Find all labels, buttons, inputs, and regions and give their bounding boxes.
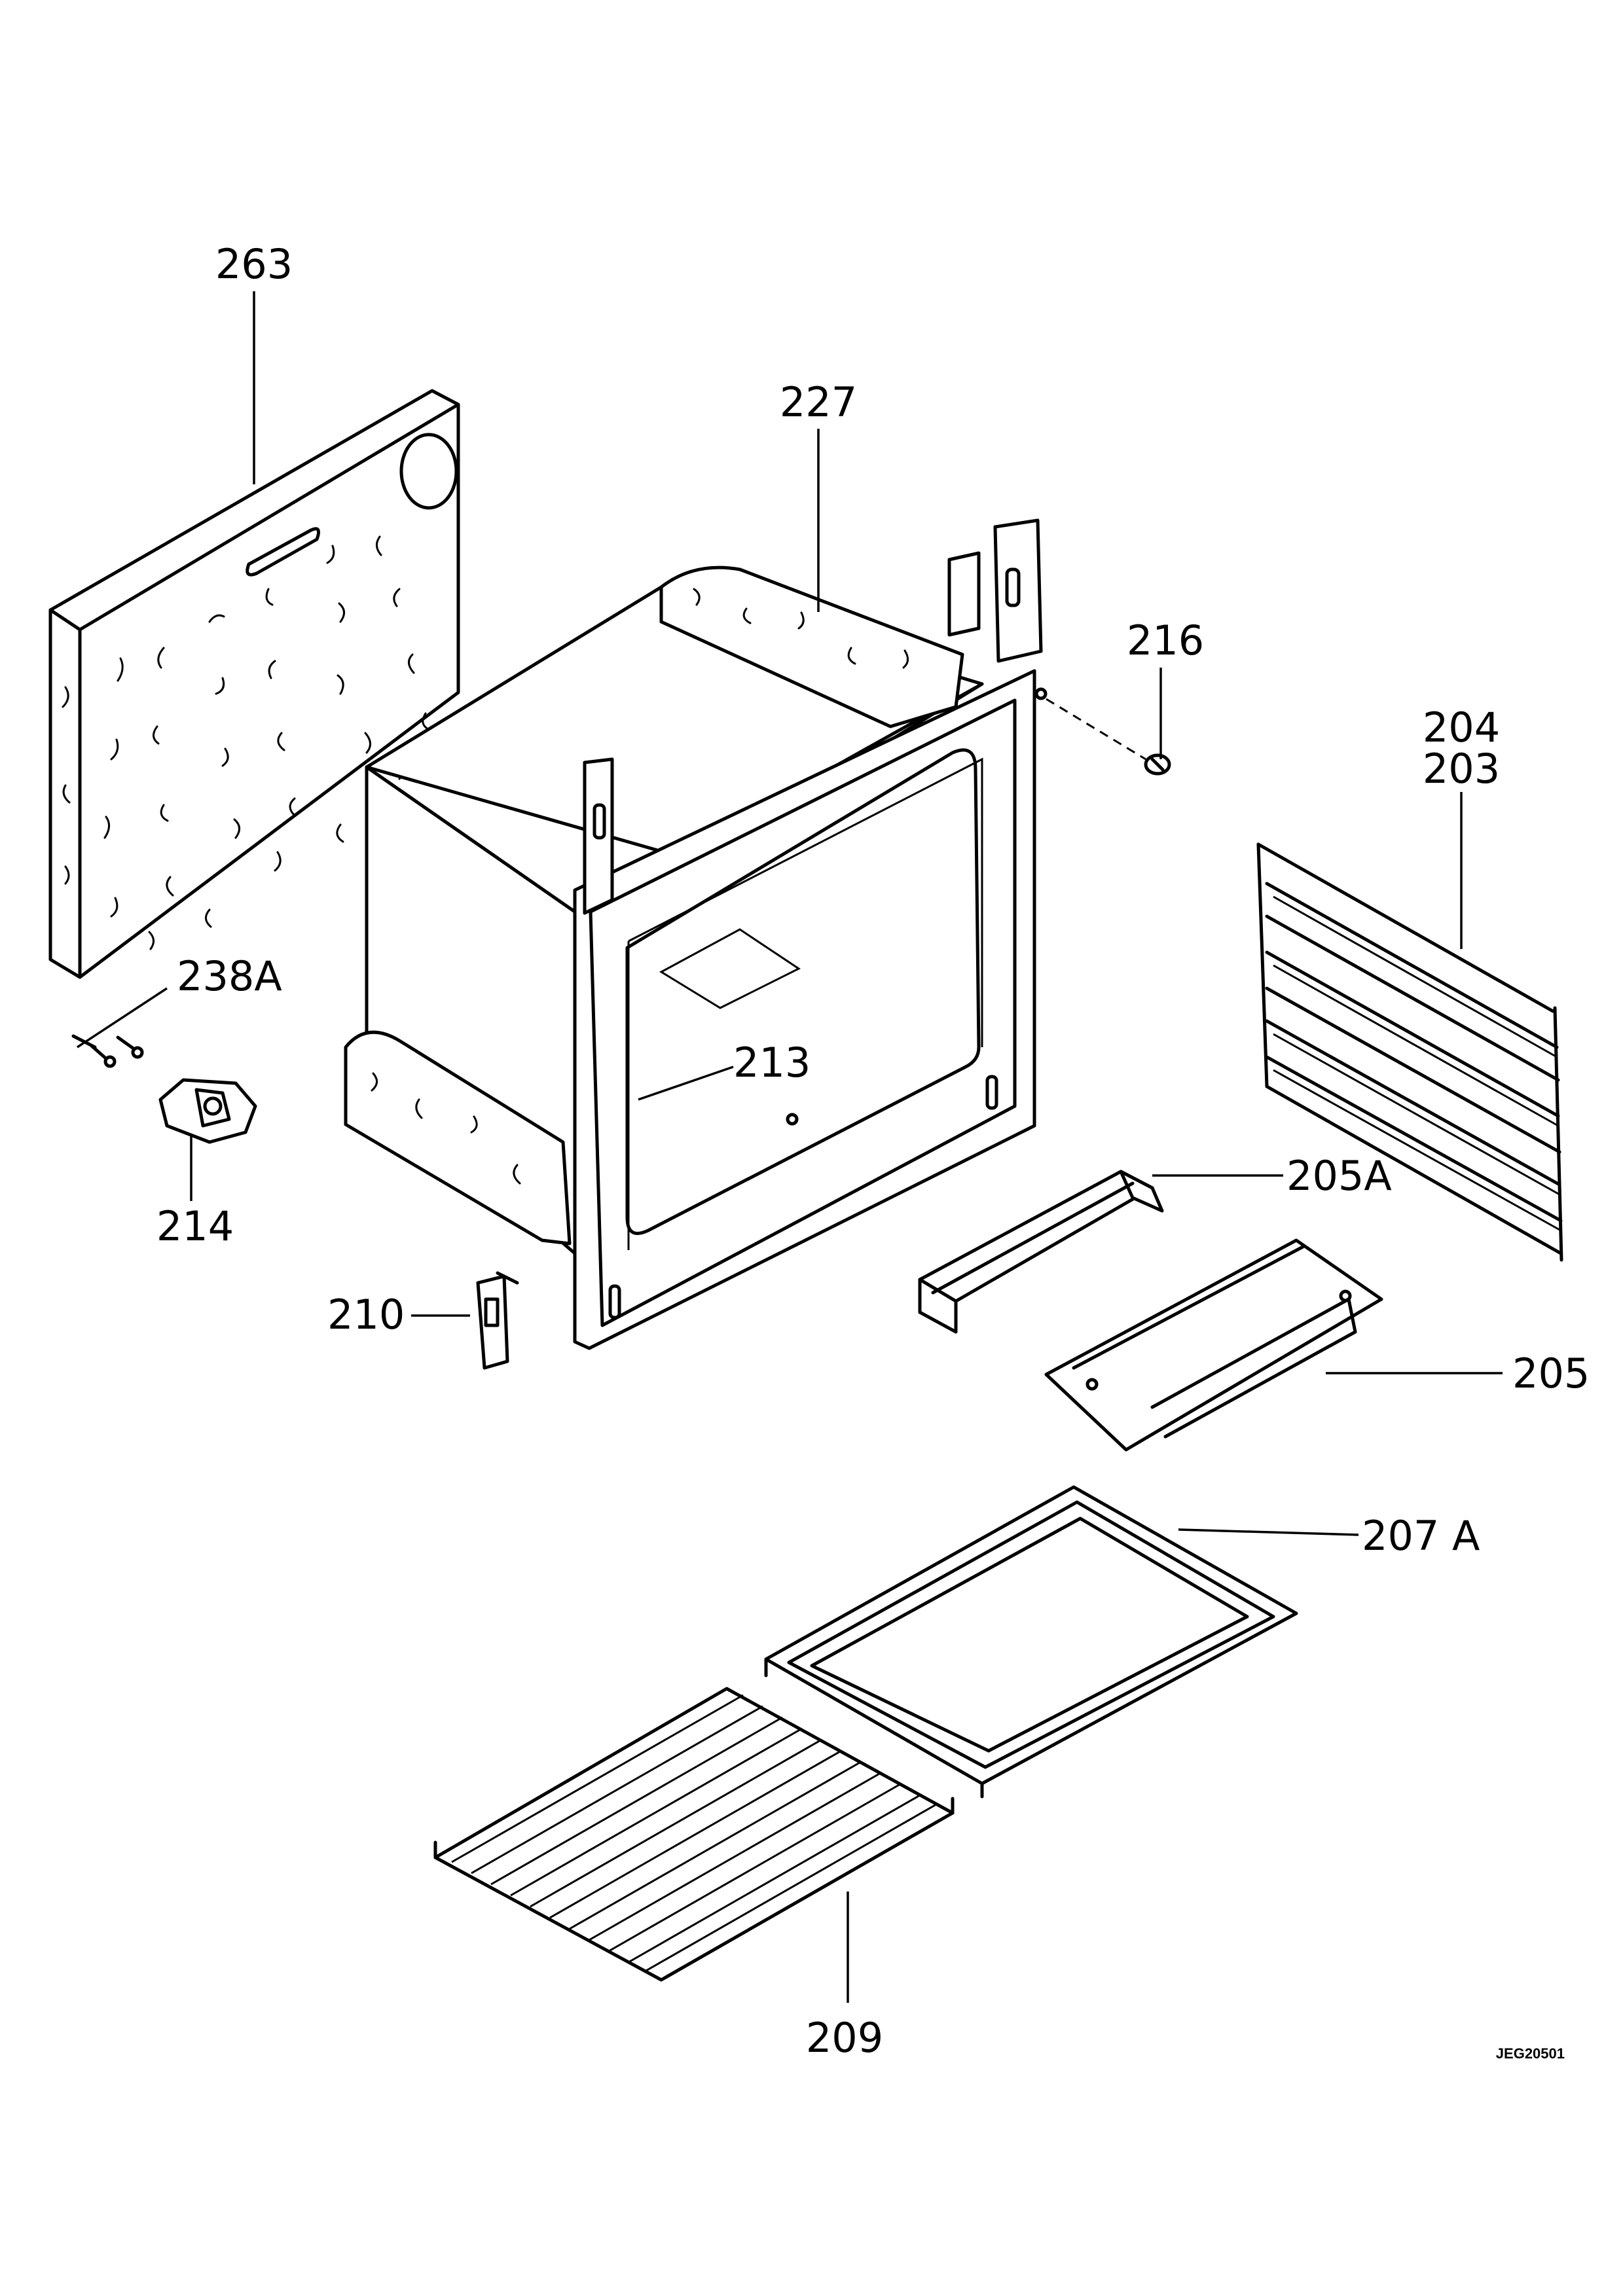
label-238A: 238A <box>177 952 282 1000</box>
label-227: 227 <box>780 378 857 426</box>
label-204: 204 <box>1423 704 1500 751</box>
part-207A-baking-tray <box>764 1485 1298 1799</box>
label-214: 214 <box>156 1202 234 1250</box>
label-210: 210 <box>327 1291 405 1338</box>
part-263-insulation-panel <box>48 389 460 979</box>
part-labels: 263 227 216 204 203 238A 213 214 205A 21… <box>156 240 1590 2062</box>
part-210-hinge <box>476 1271 519 1370</box>
label-209: 209 <box>806 2014 883 2062</box>
part-209-oven-shelf <box>433 1687 955 1982</box>
panel-texture <box>62 535 429 950</box>
part-227-oven-cavity <box>344 518 1048 1350</box>
part-204-203-shelf-runner <box>1256 842 1563 1262</box>
part-205A-bracket <box>918 1170 1164 1334</box>
drawing-reference-code: JEG20501 <box>1496 2045 1565 2062</box>
leader-lines <box>77 291 1503 2003</box>
label-203: 203 <box>1423 745 1500 793</box>
label-205: 205 <box>1512 1350 1590 1397</box>
part-216-screw <box>1046 698 1171 776</box>
part-214-lamp-bracket <box>158 1078 257 1144</box>
label-213: 213 <box>733 1039 811 1086</box>
label-263: 263 <box>215 240 293 288</box>
label-207A: 207 A <box>1362 1512 1480 1560</box>
part-205-grill-cover <box>1044 1238 1383 1452</box>
label-216: 216 <box>1127 617 1204 664</box>
part-238A-screws <box>71 1034 144 1068</box>
label-205A: 205A <box>1286 1152 1392 1200</box>
